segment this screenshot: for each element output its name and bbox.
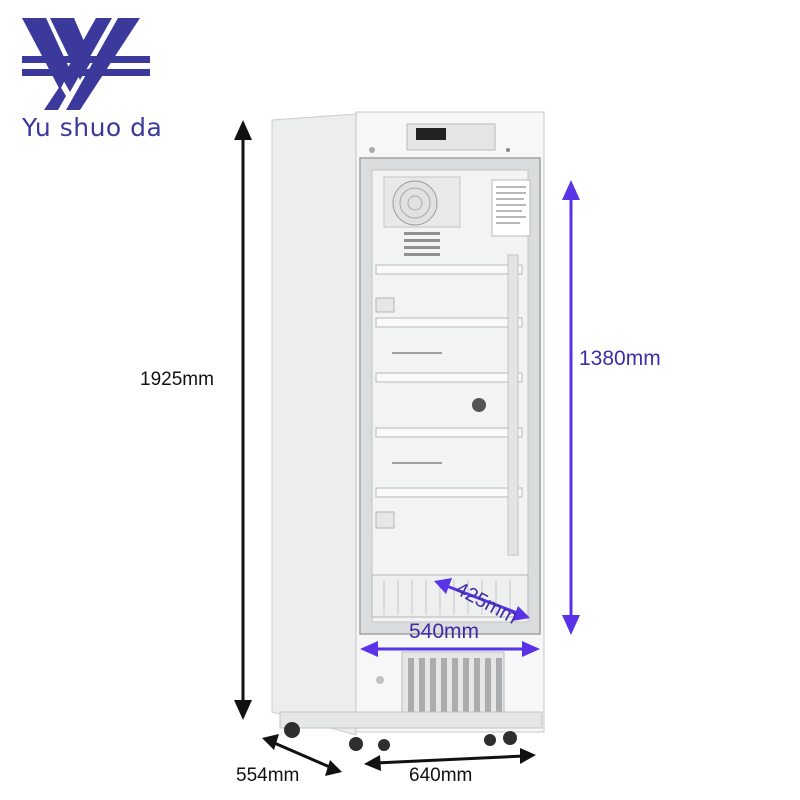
depth-label: 554mm — [236, 765, 300, 786]
yv-monogram-logo-icon — [22, 18, 150, 110]
dimension-arrows — [234, 120, 580, 776]
brand-name: Yu shuo da — [22, 113, 163, 142]
overall-height-label: 1925mm — [140, 369, 214, 390]
refrigerator-cabinet — [271, 111, 545, 751]
interior-width-label: 540mm — [409, 620, 480, 643]
interior-height-label: 1380mm — [579, 347, 661, 370]
width-label: 640mm — [409, 765, 473, 786]
